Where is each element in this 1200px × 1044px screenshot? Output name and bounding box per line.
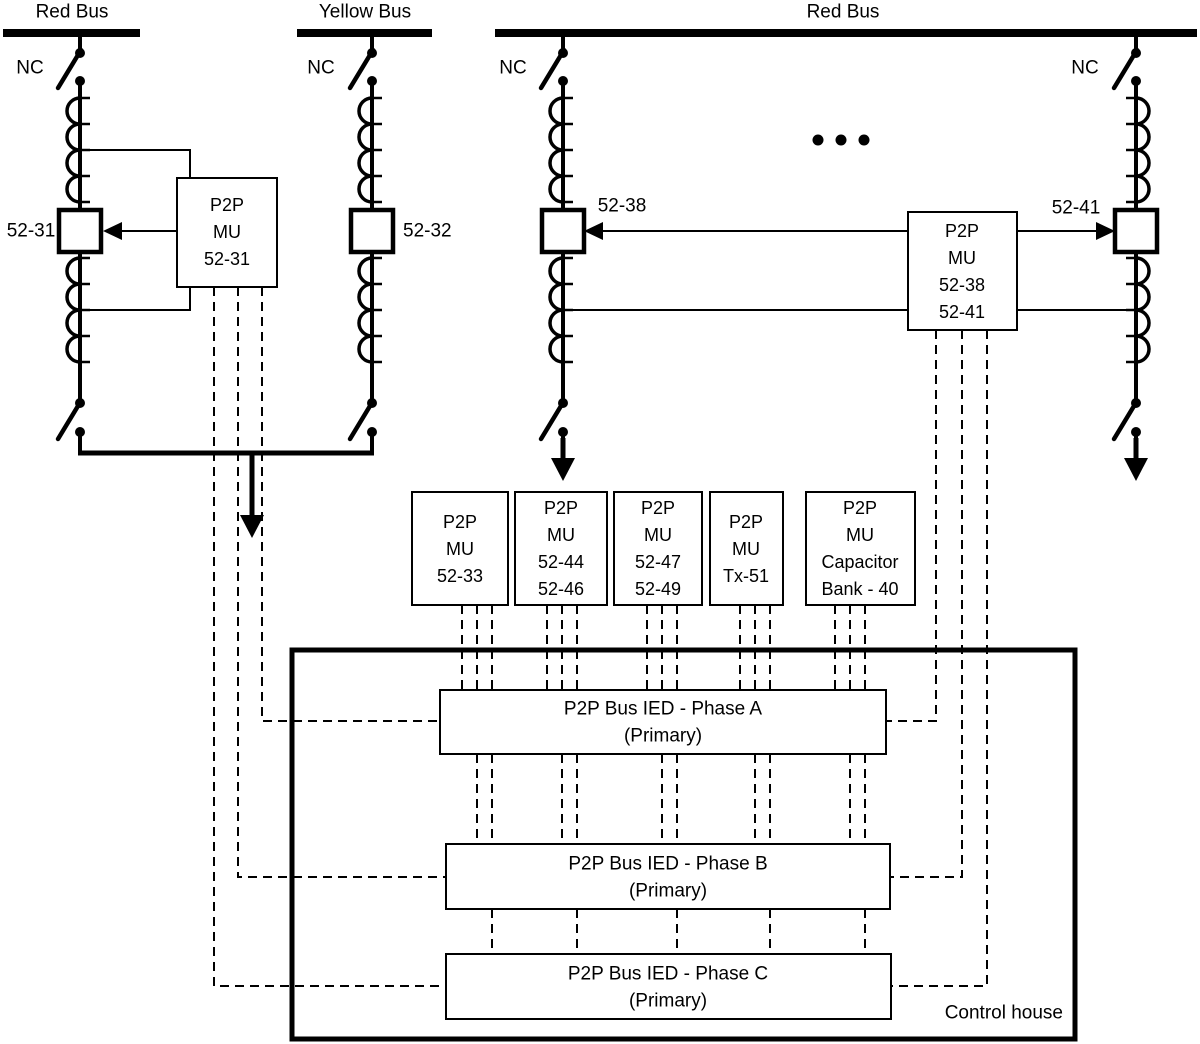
disconnect-switch-icon — [538, 398, 568, 442]
mu-52-38-41-line4: 52-41 — [939, 302, 985, 322]
mu-capbank-line3: Capacitor — [821, 552, 898, 572]
mu-52-47-49-line1: P2P — [641, 498, 675, 518]
mu-52-44-46-line1: P2P — [544, 498, 578, 518]
fiber-links-phase-a-to-b — [476, 754, 866, 844]
feeder-52-38 — [538, 36, 587, 481]
load-arrow-icon — [1124, 438, 1148, 481]
ied-phase-a-title: P2P Bus IED - Phase A — [564, 699, 763, 720]
nc-label-2: NC — [307, 58, 334, 79]
breaker-square-52-41 — [1112, 207, 1160, 255]
mu-box-52-47-52-49 — [613, 491, 703, 606]
feeder-52-41 — [1111, 36, 1160, 481]
ied-phase-a-subtitle: (Primary) — [624, 726, 702, 747]
mu-tx-51-line1: P2P — [729, 512, 763, 532]
disconnect-switch-icon — [55, 398, 85, 442]
nc-label-1: NC — [16, 58, 43, 79]
mu-capbank-line2: MU — [846, 525, 874, 545]
nc-label-3: NC — [499, 58, 526, 79]
mu-52-33-line1: P2P — [443, 512, 477, 532]
feeder-52-32 — [347, 36, 396, 455]
disconnect-switch-icon — [347, 398, 377, 442]
disconnect-switch-icon — [55, 47, 85, 91]
mu-52-33-line2: MU — [446, 539, 474, 559]
disconnect-switch-icon — [1111, 398, 1141, 442]
disconnect-switch-icon — [538, 47, 568, 91]
trip-arrow-52-31 — [103, 222, 177, 240]
ied-phase-c-subtitle: (Primary) — [629, 991, 707, 1012]
mu-52-38-41-line2: MU — [948, 248, 976, 268]
mu-52-47-49-line2: MU — [644, 525, 672, 545]
mu-52-44-46-line3: 52-44 — [538, 552, 584, 572]
control-house-outline — [289, 647, 1078, 1042]
ied-phase-b-subtitle: (Primary) — [629, 881, 707, 902]
breaker-square-52-38 — [539, 207, 587, 255]
mu-box-52-38-52-41 — [907, 211, 1018, 331]
ied-phase-c-box — [445, 953, 892, 1020]
arrowhead-icon — [584, 222, 603, 240]
arrowhead-icon — [1096, 222, 1115, 240]
trip-arrow-52-38 — [584, 222, 908, 240]
ied-phase-b-title: P2P Bus IED - Phase B — [568, 854, 767, 875]
yellow-bus-label: Yellow Bus — [319, 2, 411, 23]
mu-52-31-line3: 52-31 — [204, 249, 250, 269]
mu-tx-51-line2: MU — [732, 539, 760, 559]
breaker-label-52-38: 52-38 — [598, 196, 647, 217]
disconnect-switch-icon — [1111, 47, 1141, 91]
breaker-label-52-31: 52-31 — [7, 221, 56, 242]
load-arrow-icon — [240, 455, 264, 538]
feeder-52-31 — [55, 36, 104, 455]
tie-bar — [78, 450, 374, 538]
mu-capbank-line4: Bank - 40 — [821, 579, 898, 599]
fiber-links-mu-52-31 — [213, 287, 446, 987]
ct-tap-lines-52-31 — [82, 149, 191, 311]
mu-box-tx-51 — [709, 491, 784, 606]
mu-52-44-46-line2: MU — [547, 525, 575, 545]
red-bus-left-label: Red Bus — [36, 2, 109, 23]
mu-52-38-41-line3: 52-38 — [939, 275, 985, 295]
fiber-links-mu-52-38-52-41 — [886, 330, 988, 987]
mu-52-33-line3: 52-33 — [437, 566, 483, 586]
breaker-label-52-32: 52-32 — [403, 221, 452, 242]
red-bus-right-label: Red Bus — [807, 2, 880, 23]
mu-box-52-31 — [176, 177, 278, 288]
nc-label-4: NC — [1071, 58, 1098, 79]
trip-arrow-52-41 — [1017, 222, 1115, 240]
mu-52-47-49-line3: 52-47 — [635, 552, 681, 572]
ied-phase-c-title: P2P Bus IED - Phase C — [568, 964, 768, 985]
mu-box-capacitor-bank-40 — [805, 491, 916, 606]
load-arrow-icon — [551, 438, 575, 481]
mu-52-38-41-line1: P2P — [945, 221, 979, 241]
disconnect-switch-icon — [347, 47, 377, 91]
mu-capbank-line1: P2P — [843, 498, 877, 518]
mu-box-52-33 — [411, 491, 509, 606]
breaker-square-52-31 — [56, 207, 104, 255]
fiber-links-phase-b-to-c — [491, 909, 866, 954]
mu-52-44-46-line4: 52-46 — [538, 579, 584, 599]
ellipsis-icon — [812, 134, 870, 146]
control-house-label: Control house — [945, 1003, 1063, 1024]
mu-row — [411, 491, 916, 606]
ied-phase-b-box — [445, 843, 891, 910]
ied-phase-a-box — [439, 689, 887, 755]
breaker-square-52-32 — [348, 207, 396, 255]
breaker-label-52-41: 52-41 — [1052, 198, 1101, 219]
mu-box-52-44-52-46 — [514, 491, 608, 606]
mu-52-31-line2: MU — [213, 222, 241, 242]
arrowhead-icon — [103, 222, 122, 240]
mu-52-31-line1: P2P — [210, 195, 244, 215]
mu-tx-51-line3: Tx-51 — [723, 566, 769, 586]
ct-winding-icon — [357, 96, 382, 364]
mu-52-47-49-line4: 52-49 — [635, 579, 681, 599]
